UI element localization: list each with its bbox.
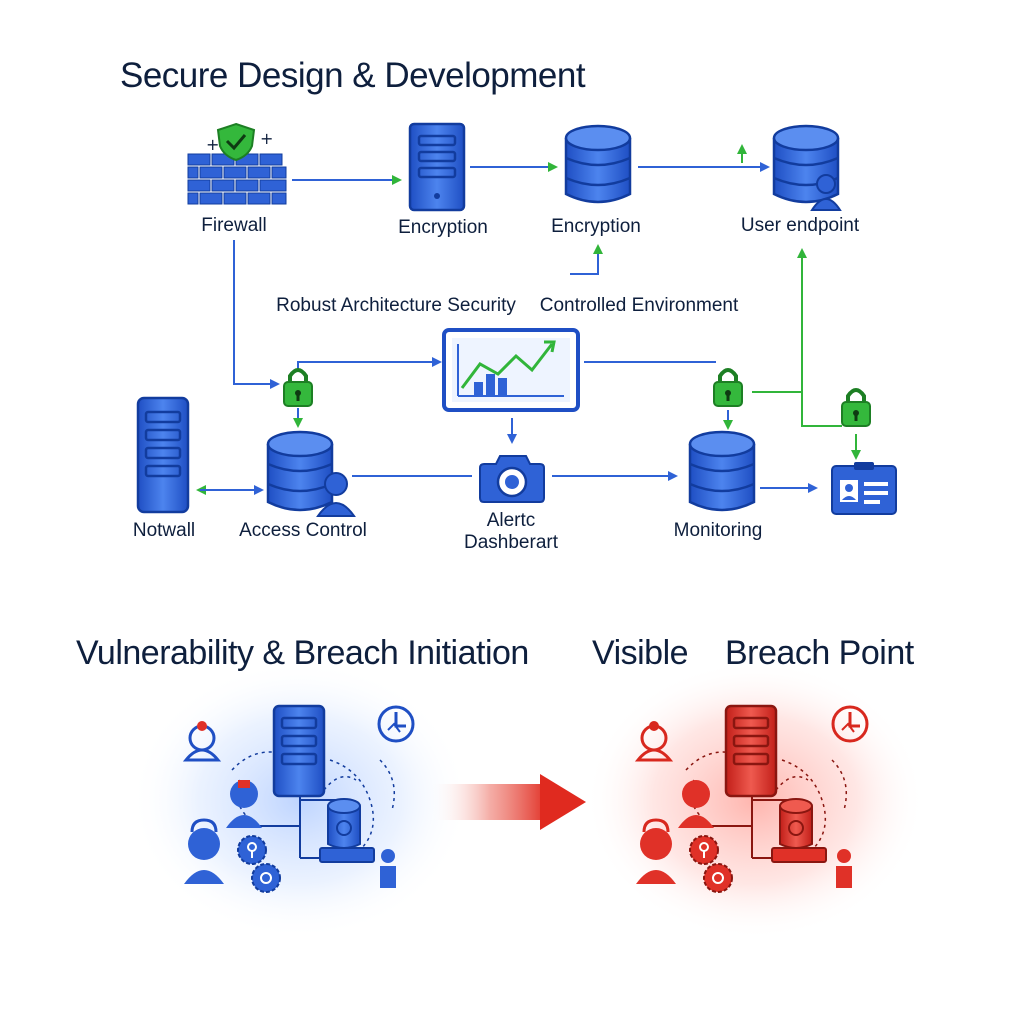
user-standing-icon-red [836, 849, 852, 888]
server-icon-red [724, 704, 778, 798]
label-notwall: Notwall [132, 520, 196, 541]
label-firewall: Firewall [201, 215, 267, 236]
user-lock-icon-blue [184, 818, 224, 884]
lock-icon-access [283, 368, 313, 407]
connector-controlled-env-up [570, 244, 603, 275]
id-card-icon [831, 462, 897, 515]
terminal-bar-icon-blue [319, 847, 375, 863]
database-icon-monitoring [688, 430, 756, 512]
shield-check-icon: + + [206, 122, 273, 162]
gear-key-icon-red-a [689, 835, 719, 865]
camera-alert-icon [479, 455, 545, 503]
shield-clock-icon-blue [377, 705, 415, 743]
user-standing-icon-blue [380, 849, 396, 888]
database-user-icon-endpoint [772, 124, 842, 211]
label-encryption-1: Encryption [398, 217, 488, 238]
label-alert-line2: Dashberart [464, 532, 558, 553]
gear-key-icon-blue-b [251, 863, 281, 893]
bug-database-icon-red [779, 798, 813, 849]
label-controlled-environment: Controlled Environment [539, 295, 739, 316]
svg-text:+: + [206, 135, 219, 154]
terminal-bar-icon-red [771, 847, 827, 863]
connectors [196, 144, 861, 495]
user-icon-red-a [678, 780, 714, 828]
shield-clock-icon-red [831, 705, 869, 743]
user-headset-icon-blue [182, 721, 222, 762]
gear-key-icon-blue-a [237, 835, 267, 865]
database-user-icon-access-control [266, 430, 356, 517]
connector-lock-dashboard [297, 357, 442, 370]
user-lock-icon-red [636, 818, 676, 884]
label-access-control: Access Control [239, 520, 367, 541]
lock-icon-idcard [841, 388, 871, 427]
bug-database-icon-blue [327, 798, 361, 849]
server-tower-icon [408, 122, 466, 212]
server-icon-blue [272, 704, 326, 798]
firewall-icon [187, 153, 287, 205]
breach-cluster-red [585, 660, 925, 940]
label-alert-line1: Alertc [486, 510, 536, 531]
user-icon-blue-a [226, 780, 262, 828]
dashboard-monitor-icon [442, 328, 580, 412]
section-title-visible: Visible [592, 634, 689, 672]
database-icon-encryption [564, 124, 632, 204]
svg-text:+: + [260, 129, 273, 148]
label-user-endpoint: User endpoint [740, 215, 860, 236]
lock-icon-monitoring [713, 368, 743, 407]
label-encryption-2: Encryption [551, 216, 641, 237]
label-monitoring: Monitoring [673, 520, 763, 541]
breach-cluster-blue [130, 660, 470, 940]
user-headset-icon-red [634, 721, 674, 762]
gear-key-icon-red-b [703, 863, 733, 893]
connector-firewall-down [233, 240, 280, 389]
transition-arrow [430, 774, 586, 830]
label-robust-architecture: Robust Architecture Security [276, 295, 516, 316]
server-tower-icon-notwall [136, 396, 190, 514]
section-title-secure-design: Secure Design & Development [120, 56, 586, 95]
connector-idcard-lock-path [801, 392, 842, 427]
